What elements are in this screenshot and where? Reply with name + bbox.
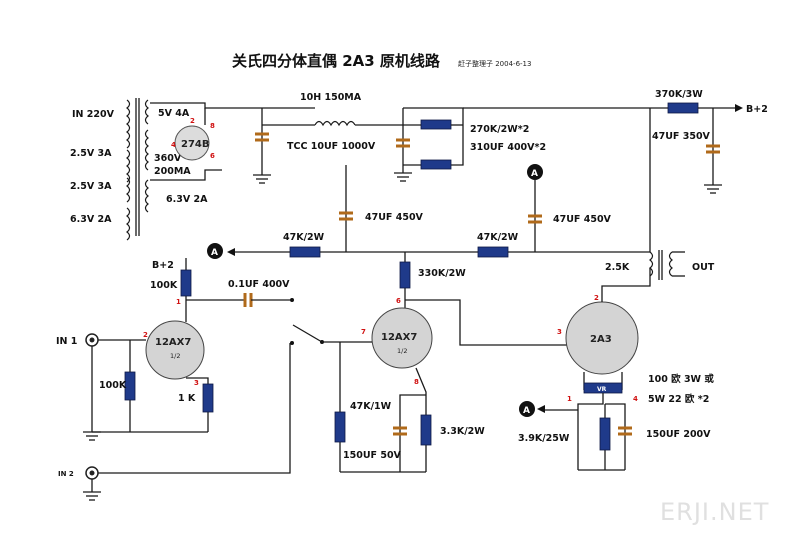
cathode-resistor-2b-label: 3.3K/2W bbox=[440, 426, 485, 437]
marker-a-bottom bbox=[519, 401, 535, 417]
watermark: ERJI.NET bbox=[660, 498, 769, 526]
rectifier-pin-2: 2 bbox=[190, 117, 195, 125]
tube2-unit: 1/2 bbox=[397, 347, 407, 355]
mains-label: IN 220V bbox=[72, 109, 115, 120]
grid-resistor-stage1 bbox=[124, 371, 136, 401]
input-1-label: IN 1 bbox=[56, 336, 77, 347]
drop-resistor-2 bbox=[477, 246, 509, 258]
marker-a-top-text: A bbox=[531, 169, 538, 179]
plate-resistor-2-label: 330K/2W bbox=[418, 268, 466, 279]
output-transformer-primary bbox=[649, 251, 654, 277]
marker-a-left bbox=[207, 243, 223, 259]
rectifier-tube-274b: 274B bbox=[174, 125, 210, 161]
drop-resistor-2-label: 47K/2W bbox=[477, 232, 519, 243]
rectifier-label: 274B bbox=[181, 139, 210, 150]
tube-12ax7-stage2: 12AX7 1/2 bbox=[371, 307, 433, 369]
secondary-6v3-label: 6.3V 2A bbox=[166, 194, 208, 205]
plate-resistor-1-label: 100K bbox=[150, 280, 178, 291]
stage2-pin-plate: 6 bbox=[396, 297, 401, 305]
hum-pot-label: VR bbox=[597, 386, 607, 393]
cathode-cap-3-label: 150UF 200V bbox=[646, 429, 711, 440]
secondary-200ma-label: 200MA bbox=[154, 166, 191, 177]
stage3-pin-f4: 4 bbox=[633, 395, 638, 403]
tube2-name: 12AX7 bbox=[381, 332, 417, 343]
tube-2a3-output: 2A3 bbox=[565, 301, 639, 375]
winding-label-2: 2.5V 3A bbox=[70, 181, 112, 192]
secondary-360v-label: 360V bbox=[154, 153, 182, 164]
cathode-resistor-stage3 bbox=[599, 417, 611, 451]
plate-resistor-stage1 bbox=[180, 269, 192, 297]
choke-coil bbox=[314, 120, 356, 127]
feed-resistor bbox=[667, 102, 699, 114]
input-2-label: IN 2 bbox=[58, 470, 74, 478]
bleeder-resistor-2 bbox=[420, 159, 452, 170]
b2-input-label: B+2 bbox=[152, 260, 174, 271]
secondary-5v-label: 5V 4A bbox=[158, 108, 190, 119]
rectifier-pin-8: 8 bbox=[210, 122, 215, 130]
marker-a-top bbox=[527, 164, 543, 180]
output-label: OUT bbox=[692, 262, 715, 273]
grid-resistor-stage2 bbox=[334, 411, 346, 443]
stage1-pin-grid: 2 bbox=[143, 331, 148, 339]
decouple-cap-label: 47UF 350V bbox=[652, 131, 711, 142]
cathode-resistor-stage2 bbox=[420, 414, 432, 446]
diagram-title: 关氏四分体直偶 2A3 原机线路 bbox=[232, 52, 441, 70]
winding-label-3: 6.3V 2A bbox=[70, 214, 112, 225]
decouple-cap-1-label: 47UF 450V bbox=[365, 212, 424, 223]
cathode-resistor-1-label: 1 K bbox=[178, 393, 196, 404]
hum-note-2: 5W 22 欧 *2 bbox=[648, 393, 709, 405]
stage3-pin-f1: 1 bbox=[567, 395, 572, 403]
power-transformer bbox=[126, 98, 149, 241]
stage3-pin-plate: 2 bbox=[594, 294, 599, 302]
filter-caps-label: 310UF 400V*2 bbox=[470, 142, 546, 153]
input-selector-switch[interactable] bbox=[292, 324, 323, 343]
rectifier-pin-6: 6 bbox=[210, 152, 215, 160]
rectifier-pin-4: 4 bbox=[171, 141, 176, 149]
stage1-pin-plate: 1 bbox=[176, 298, 181, 306]
cathode-resistor-2-label: 47K/1W bbox=[350, 401, 392, 412]
decouple-cap-2-label: 47UF 450V bbox=[553, 214, 612, 225]
tube-12ax7-stage1: 12AX7 1/2 bbox=[145, 320, 205, 380]
filter-tcc-label: TCC 10UF 1000V bbox=[287, 141, 376, 152]
drop-resistor-1-label: 47K/2W bbox=[283, 232, 325, 243]
tube1-name: 12AX7 bbox=[155, 337, 191, 348]
cathode-cap-2-label: 150UF 50V bbox=[343, 450, 402, 461]
stage1-pin-cathode: 3 bbox=[194, 379, 199, 387]
choke-label: 10H 150MA bbox=[300, 92, 362, 103]
bleeder-label: 270K/2W*2 bbox=[470, 124, 529, 135]
marker-a-left-text: A bbox=[211, 248, 218, 258]
tube3-name: 2A3 bbox=[590, 334, 612, 345]
cathode-resistor-3-label: 3.9K/25W bbox=[518, 433, 570, 444]
winding-label-1: 2.5V 3A bbox=[70, 148, 112, 159]
b2-out-label: B+2 bbox=[746, 104, 768, 115]
feed-resistor-label: 370K/3W bbox=[655, 89, 703, 100]
credit-text: 赶子整理子 2004-6-13 bbox=[458, 59, 531, 68]
output-transformer-secondary bbox=[668, 251, 673, 277]
tube1-unit: 1/2 bbox=[170, 352, 180, 360]
marker-a-bottom-text: A bbox=[523, 406, 530, 416]
grid-resistor-1-label: 100K bbox=[99, 380, 127, 391]
coupling-cap-label: 0.1UF 400V bbox=[228, 279, 290, 290]
stage2-pin-grid: 7 bbox=[361, 328, 366, 336]
cathode-resistor-stage1 bbox=[202, 383, 214, 413]
stage2-pin-cathode: 8 bbox=[414, 378, 419, 386]
output-tx-label: 2.5K bbox=[605, 262, 630, 273]
bleeder-resistor-1 bbox=[420, 119, 452, 130]
hum-note-1: 100 欧 3W 或 bbox=[648, 373, 714, 385]
plate-resistor-stage2 bbox=[399, 261, 411, 289]
drop-resistor-1 bbox=[289, 246, 321, 258]
stage3-pin-grid: 3 bbox=[557, 328, 562, 336]
